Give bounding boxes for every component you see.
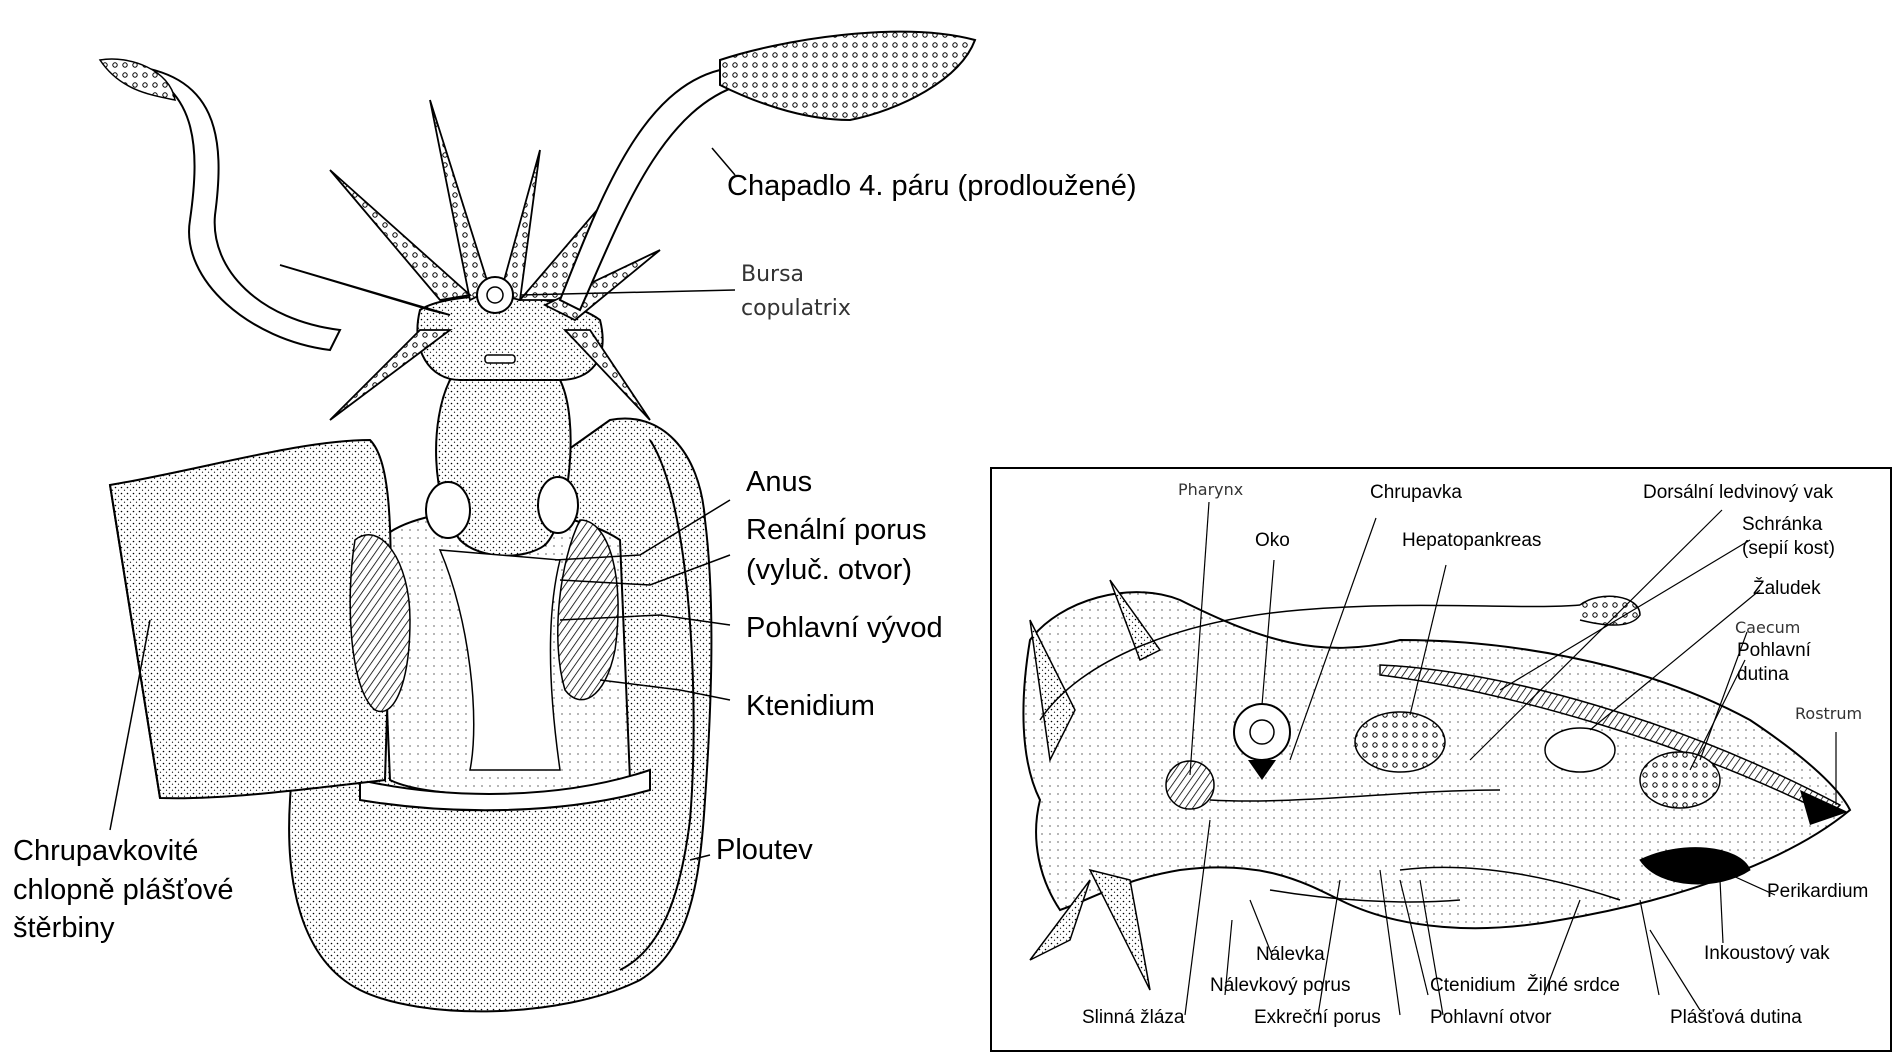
label-shell-line1: Schránka <box>1742 514 1822 536</box>
label-eye: Oko <box>1255 530 1290 552</box>
label-funnel-pore: Nálevkový porus <box>1210 975 1350 997</box>
label-shell-line2: (sepií kost) <box>1742 538 1835 560</box>
label-excretory-pore: Exkreční porus <box>1254 1007 1381 1029</box>
label-salivary-gland: Slinná žláza <box>1082 1007 1184 1029</box>
label-stomach: Žaludek <box>1753 578 1821 600</box>
label-gonad-line2: dutina <box>1737 664 1789 686</box>
label-pericardium: Perikardium <box>1767 881 1868 903</box>
label-rostrum: Rostrum <box>1795 705 1862 723</box>
label-funnel: Nálevka <box>1256 944 1325 966</box>
label-cartilage: Chrupavka <box>1370 482 1462 504</box>
label-hepatopancreas: Hepatopankreas <box>1402 530 1541 552</box>
label-venous-heart: Žilné srdce <box>1527 975 1620 997</box>
label-genital-opening: Pohlavní otvor <box>1430 1007 1551 1029</box>
label-ctenidium-inset: Ctenidium <box>1430 975 1516 997</box>
label-gonad-line1: Pohlavní <box>1737 640 1811 662</box>
label-dorsal-renal-sac: Dorsální ledvinový vak <box>1643 482 1833 504</box>
label-mantle-cavity: Plášťová dutina <box>1670 1007 1802 1029</box>
label-caecum: Caecum <box>1735 619 1800 637</box>
label-pharynx: Pharynx <box>1178 481 1243 499</box>
label-ink-sac: Inkoustový vak <box>1704 943 1830 965</box>
